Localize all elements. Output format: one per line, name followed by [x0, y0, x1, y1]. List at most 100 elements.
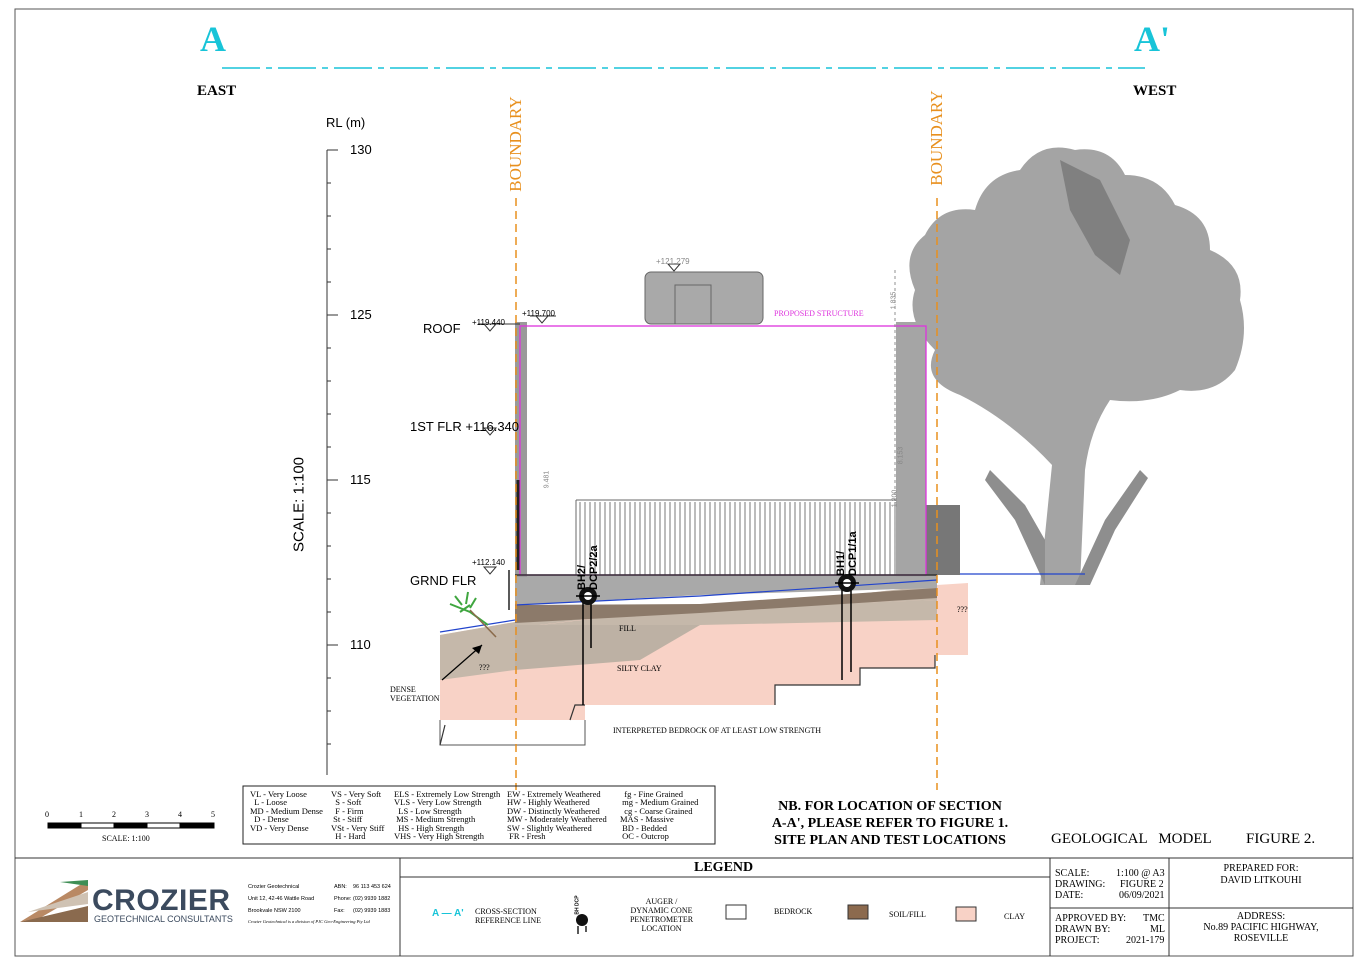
scale-bar: [47, 822, 215, 829]
company-fax: (02) 9939 1883: [353, 908, 391, 914]
vegetation-label-line: DENSE: [390, 685, 416, 694]
scale-vertical-label: SCALE: 1:100: [290, 456, 308, 553]
legend-auger-icon: [576, 914, 588, 934]
axis-tick-115: 115: [350, 472, 371, 487]
section-note: NB. FOR LOCATION OF SECTION A-A', PLEASE…: [765, 798, 1015, 849]
tb-prepared-label: PREPARED FOR:: [1223, 863, 1299, 874]
axis-title: RL (m): [326, 115, 366, 130]
title-block-frame: [15, 857, 1353, 956]
tb-project: 2021-179: [1126, 935, 1165, 946]
level-roof-rl-top: +119.700: [522, 309, 555, 318]
tb-scale: 1:100 @ A3: [1116, 868, 1165, 879]
legend-clay-swatch: [955, 906, 977, 922]
tb-approved: TMC: [1143, 913, 1165, 924]
boundary-label-right: BOUNDARY: [927, 90, 946, 186]
legend-soil-fill-swatch: [847, 904, 869, 920]
level-ground-floor: GRND FLR: [410, 573, 477, 588]
company-subtitle: GEOTECHNICAL CONSULTANTS: [94, 914, 233, 924]
level-roof-rl-left: +119.440: [472, 318, 505, 327]
section-note-line: NB. FOR LOCATION OF SECTION: [778, 799, 1002, 814]
stratum-bedrock-label: INTERPRETED BEDROCK OF AT LEAST LOW STRE…: [613, 726, 822, 735]
abbreviations-col3: ELS - Extremely Low Strength VLS - Very …: [394, 789, 501, 842]
section-label-end: A': [1134, 19, 1170, 59]
dimension-label: 1.200: [891, 489, 899, 508]
tb-address1: No.89 PACIFIC HIGHWAY,: [1203, 922, 1319, 933]
company-address2: Brookvale NSW 2100: [248, 908, 301, 914]
borehole-label-line: DCP2/2a: [588, 545, 600, 590]
scale-bar-tick: 4: [178, 810, 182, 819]
section-label-start: A: [200, 19, 226, 59]
company-division: Crozier Geotechnical is a division of PJ…: [248, 919, 370, 924]
tree-illustration: [909, 147, 1244, 585]
tb-project-label: PROJECT:: [1055, 935, 1100, 946]
tb-prepared-for: DAVID LITKOUHI: [1220, 875, 1302, 886]
company-phone: (02) 9939 1882: [353, 896, 391, 902]
scale-bar-tick: 5: [211, 810, 215, 819]
scale-bar-tick: 2: [112, 810, 116, 819]
tb-drawing: FIGURE 2: [1120, 879, 1164, 890]
borehole-label-line: DCP1/1a: [847, 531, 859, 576]
sheet-border: [14, 8, 1354, 957]
vegetation-icon: [449, 591, 497, 638]
tb-address2: ROSEVILLE: [1233, 933, 1289, 944]
proposed-structure-label: PROPOSED STRUCTURE: [774, 309, 864, 318]
company-abn-label: ABN:: [334, 884, 347, 890]
tb-approved-label: APPROVED BY:: [1055, 913, 1127, 924]
company-name: CROZIER: [92, 884, 231, 917]
scale-bar-tick: 0: [45, 810, 49, 819]
scale-bar-label: SCALE: 1:100: [102, 834, 150, 843]
legend-cross-section-line: REFERENCE LINE: [475, 916, 541, 925]
company-fax-label: Fax:: [334, 908, 345, 914]
tb-drawn-label: DRAWN BY:: [1055, 924, 1111, 935]
stratum-unknown-left: ???: [479, 663, 490, 672]
stratum-fill-label: FILL: [619, 624, 636, 633]
vegetation-label-line: VEGETATION: [390, 694, 440, 703]
crozier-logo-graphic: [20, 880, 88, 922]
borehole-label-line: BH1/: [835, 550, 847, 576]
legend-bedrock-label: BEDROCK: [774, 907, 813, 916]
legend-auger-label: AUGER / DYNAMIC CONE PENETROMETER LOCATI…: [629, 897, 694, 933]
dimension-label: 9.481: [543, 470, 551, 489]
grey-fill-layer: [515, 575, 937, 605]
abbreviations-col1: VL - Very Loose L - Loose MD - Medium De…: [250, 789, 323, 833]
direction-east: EAST: [197, 83, 237, 99]
tb-scale-label: SCALE:: [1055, 868, 1090, 879]
borehole-bh1: [835, 574, 859, 680]
dimension-label: 8.153: [897, 446, 905, 465]
scale-bar-tick: 1: [79, 810, 83, 819]
legend-cross-section-line: CROSS-SECTION: [475, 907, 537, 916]
legend-auger-symbol-text: BH DCP: [574, 895, 581, 915]
level-roof: ROOF: [423, 321, 461, 336]
stratum-silty-clay-label: SILTY CLAY: [617, 664, 662, 673]
axis-tick-130: 130: [350, 142, 372, 157]
legend-bedrock-swatch: [725, 904, 747, 920]
level-first-floor: 1ST FLR +116.340: [410, 419, 520, 434]
building: [508, 270, 960, 610]
direction-west: WEST: [1133, 83, 1177, 99]
figure-title: GEOLOGICAL MODEL: [1051, 831, 1212, 847]
company-address1: Unit 12, 42-46 Wattle Road: [248, 896, 315, 902]
abbreviations-col2: VS - Very Soft S - Soft F - Firm St - St…: [331, 789, 385, 842]
company-phone-label: Phone:: [334, 896, 352, 902]
legend-cross-section-symbol: A — A': [432, 908, 464, 919]
tb-drawn: ML: [1150, 924, 1165, 935]
strata: [439, 573, 1085, 746]
axis-tick-125: 125: [350, 307, 372, 322]
soil-fill-wedge: [515, 588, 937, 623]
level-ground-rl: +112.140: [472, 558, 505, 567]
level-markers: [478, 263, 682, 575]
stratum-unknown-right: ???: [957, 605, 968, 614]
figure-number: FIGURE 2.: [1246, 831, 1316, 847]
level-upper-rl: +121.279: [656, 257, 690, 266]
legend-soil-fill-label: SOIL/FILL: [889, 910, 926, 919]
dimension-label: 1.835: [890, 291, 898, 310]
legend-cross-section-label: CROSS-SECTION REFERENCE LINE: [475, 907, 541, 925]
tb-address-label: ADDRESS:: [1236, 911, 1286, 922]
abbreviations-box: [242, 785, 716, 845]
section-note-line: SITE PLAN AND TEST LOCATIONS: [774, 833, 1006, 848]
scale-bar-tick: 3: [145, 810, 149, 819]
boundary-label-left: BOUNDARY: [506, 96, 525, 192]
borehole-label-line: BH2/: [576, 564, 588, 590]
company-detail-name: Crozier Geotechnical: [248, 884, 300, 890]
